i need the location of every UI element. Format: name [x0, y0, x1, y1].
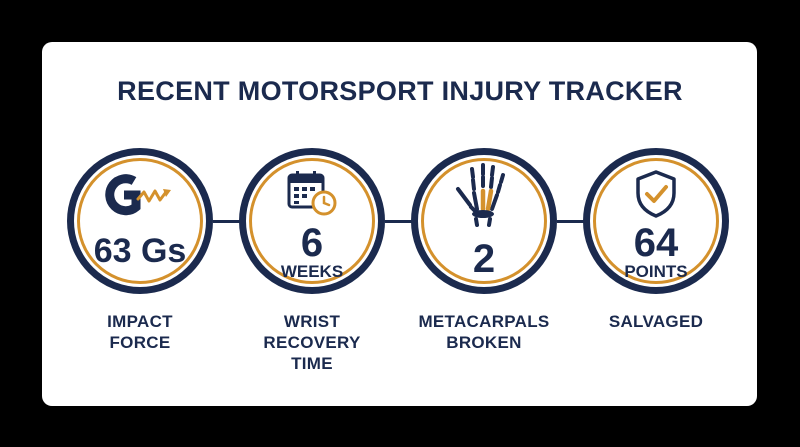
label-line: METACARPALS: [418, 312, 550, 331]
label-line: RECOVERY: [263, 333, 361, 352]
stat-circle-metacarpals: 2: [411, 148, 557, 294]
label-line: BROKEN: [446, 333, 522, 352]
hand-bones-icon: [456, 163, 505, 227]
label-line: FORCE: [109, 333, 171, 352]
stat-value: 63 Gs: [93, 232, 187, 270]
stat-value: 6: [300, 221, 324, 265]
label-line: TIME: [291, 354, 333, 373]
stat-unit: POINTS: [624, 262, 688, 281]
stat-value: 2: [472, 237, 496, 281]
g-force-icon: [105, 174, 171, 216]
page-title: RECENT MOTORSPORT INJURY TRACKER: [117, 76, 683, 106]
stat-circle-points-salvaged: 64 POINTS: [583, 148, 729, 294]
stat-label-recovery-time: WRIST RECOVERY TIME: [222, 311, 402, 374]
circle-accent-ring: [421, 158, 547, 284]
shield-check-icon: [636, 170, 676, 218]
circle-accent-ring: [249, 158, 375, 284]
label-line: WRIST: [283, 312, 341, 331]
stat-label-impact-force: IMPACT FORCE: [50, 311, 230, 353]
circle-accent-ring: [77, 158, 203, 284]
label-line: IMPACT: [107, 312, 173, 331]
stat-label-points-salvaged: SALVAGED: [566, 311, 746, 332]
connector-line-1: [213, 220, 249, 223]
connector-line-3: [557, 220, 593, 223]
calendar-clock-icon: [287, 171, 337, 216]
circle-accent-ring: [593, 158, 719, 284]
stat-value: 64: [633, 221, 679, 265]
stat-circle-recovery-time: 6 WEEKS: [239, 148, 385, 294]
stat-label-metacarpals: METACARPALS BROKEN: [394, 311, 574, 353]
label-line: SALVAGED: [608, 312, 704, 331]
stat-circle-impact-force: 63 Gs: [67, 148, 213, 294]
stat-unit: WEEKS: [280, 262, 344, 281]
connector-line-2: [385, 220, 421, 223]
